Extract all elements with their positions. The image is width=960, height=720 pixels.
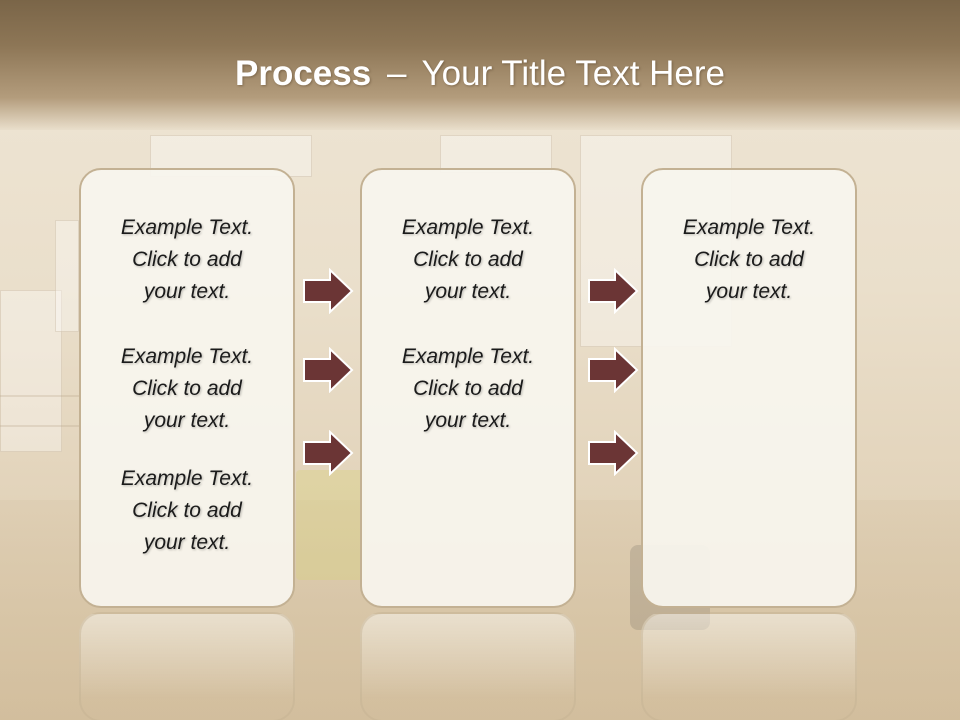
process-panel-2[interactable]: Example Text. Click to add your text. Ex… [360,168,576,608]
text-line: Click to add [132,499,242,522]
background-line [0,395,80,397]
panel-reflection [79,612,295,720]
panel-text-block[interactable]: Example Text. Click to add your text. [362,341,574,437]
text-line: your text. [143,409,231,432]
right-arrow-icon[interactable] [302,347,354,393]
title-bold-text: Process [234,54,372,93]
process-panel-1[interactable]: Example Text. Click to add your text. Ex… [79,168,295,608]
right-arrow-icon[interactable] [587,430,639,476]
panel-text-block[interactable]: Example Text. Click to add your text. [81,463,293,559]
panel-text-block[interactable]: Example Text. Click to add your text. [81,212,293,308]
text-line: Example Text. [120,216,254,239]
title-bar [0,0,960,130]
background-line [0,425,80,427]
text-line: Click to add [132,377,242,400]
background-monitor [55,220,79,332]
background-chair [296,470,366,580]
process-panel-3[interactable]: Example Text. Click to add your text. [641,168,857,608]
right-arrow-icon[interactable] [302,268,354,314]
right-arrow-icon[interactable] [302,430,354,476]
text-line: Click to add [413,248,523,271]
panel-text-block[interactable]: Example Text. Click to add your text. [81,341,293,437]
title-rest-text: Your Title Text Here [421,54,726,93]
title-separator: – [386,54,407,93]
text-line: Click to add [132,248,242,271]
panel-text-block[interactable]: Example Text. Click to add your text. [643,212,855,308]
slide-title[interactable]: Process – Your Title Text Here [0,54,960,94]
text-line: Example Text. [401,216,535,239]
text-line: your text. [705,280,793,303]
right-arrow-icon[interactable] [587,347,639,393]
background-shelf [0,290,62,452]
text-line: your text. [424,409,512,432]
text-line: your text. [143,280,231,303]
text-line: your text. [424,280,512,303]
panel-reflection [641,612,857,720]
text-line: Example Text. [120,345,254,368]
text-line: Example Text. [401,345,535,368]
panel-text-block[interactable]: Example Text. Click to add your text. [362,212,574,308]
text-line: Click to add [694,248,804,271]
panel-reflection [360,612,576,720]
text-line: Example Text. [682,216,816,239]
text-line: Example Text. [120,467,254,490]
text-line: your text. [143,531,231,554]
right-arrow-icon[interactable] [587,268,639,314]
text-line: Click to add [413,377,523,400]
